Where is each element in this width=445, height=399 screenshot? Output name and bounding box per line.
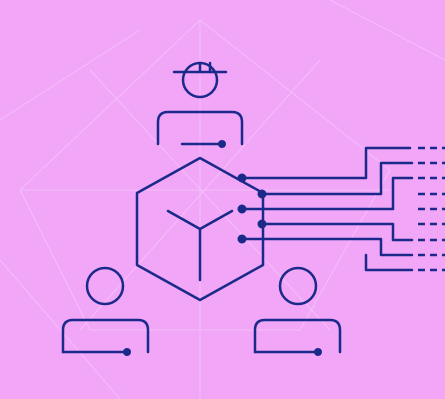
worker-hard-hat-icon: [156, 61, 244, 148]
person-icon: [253, 266, 342, 356]
circuit-lines-icon: [237, 146, 445, 272]
person-icon: [61, 266, 150, 356]
